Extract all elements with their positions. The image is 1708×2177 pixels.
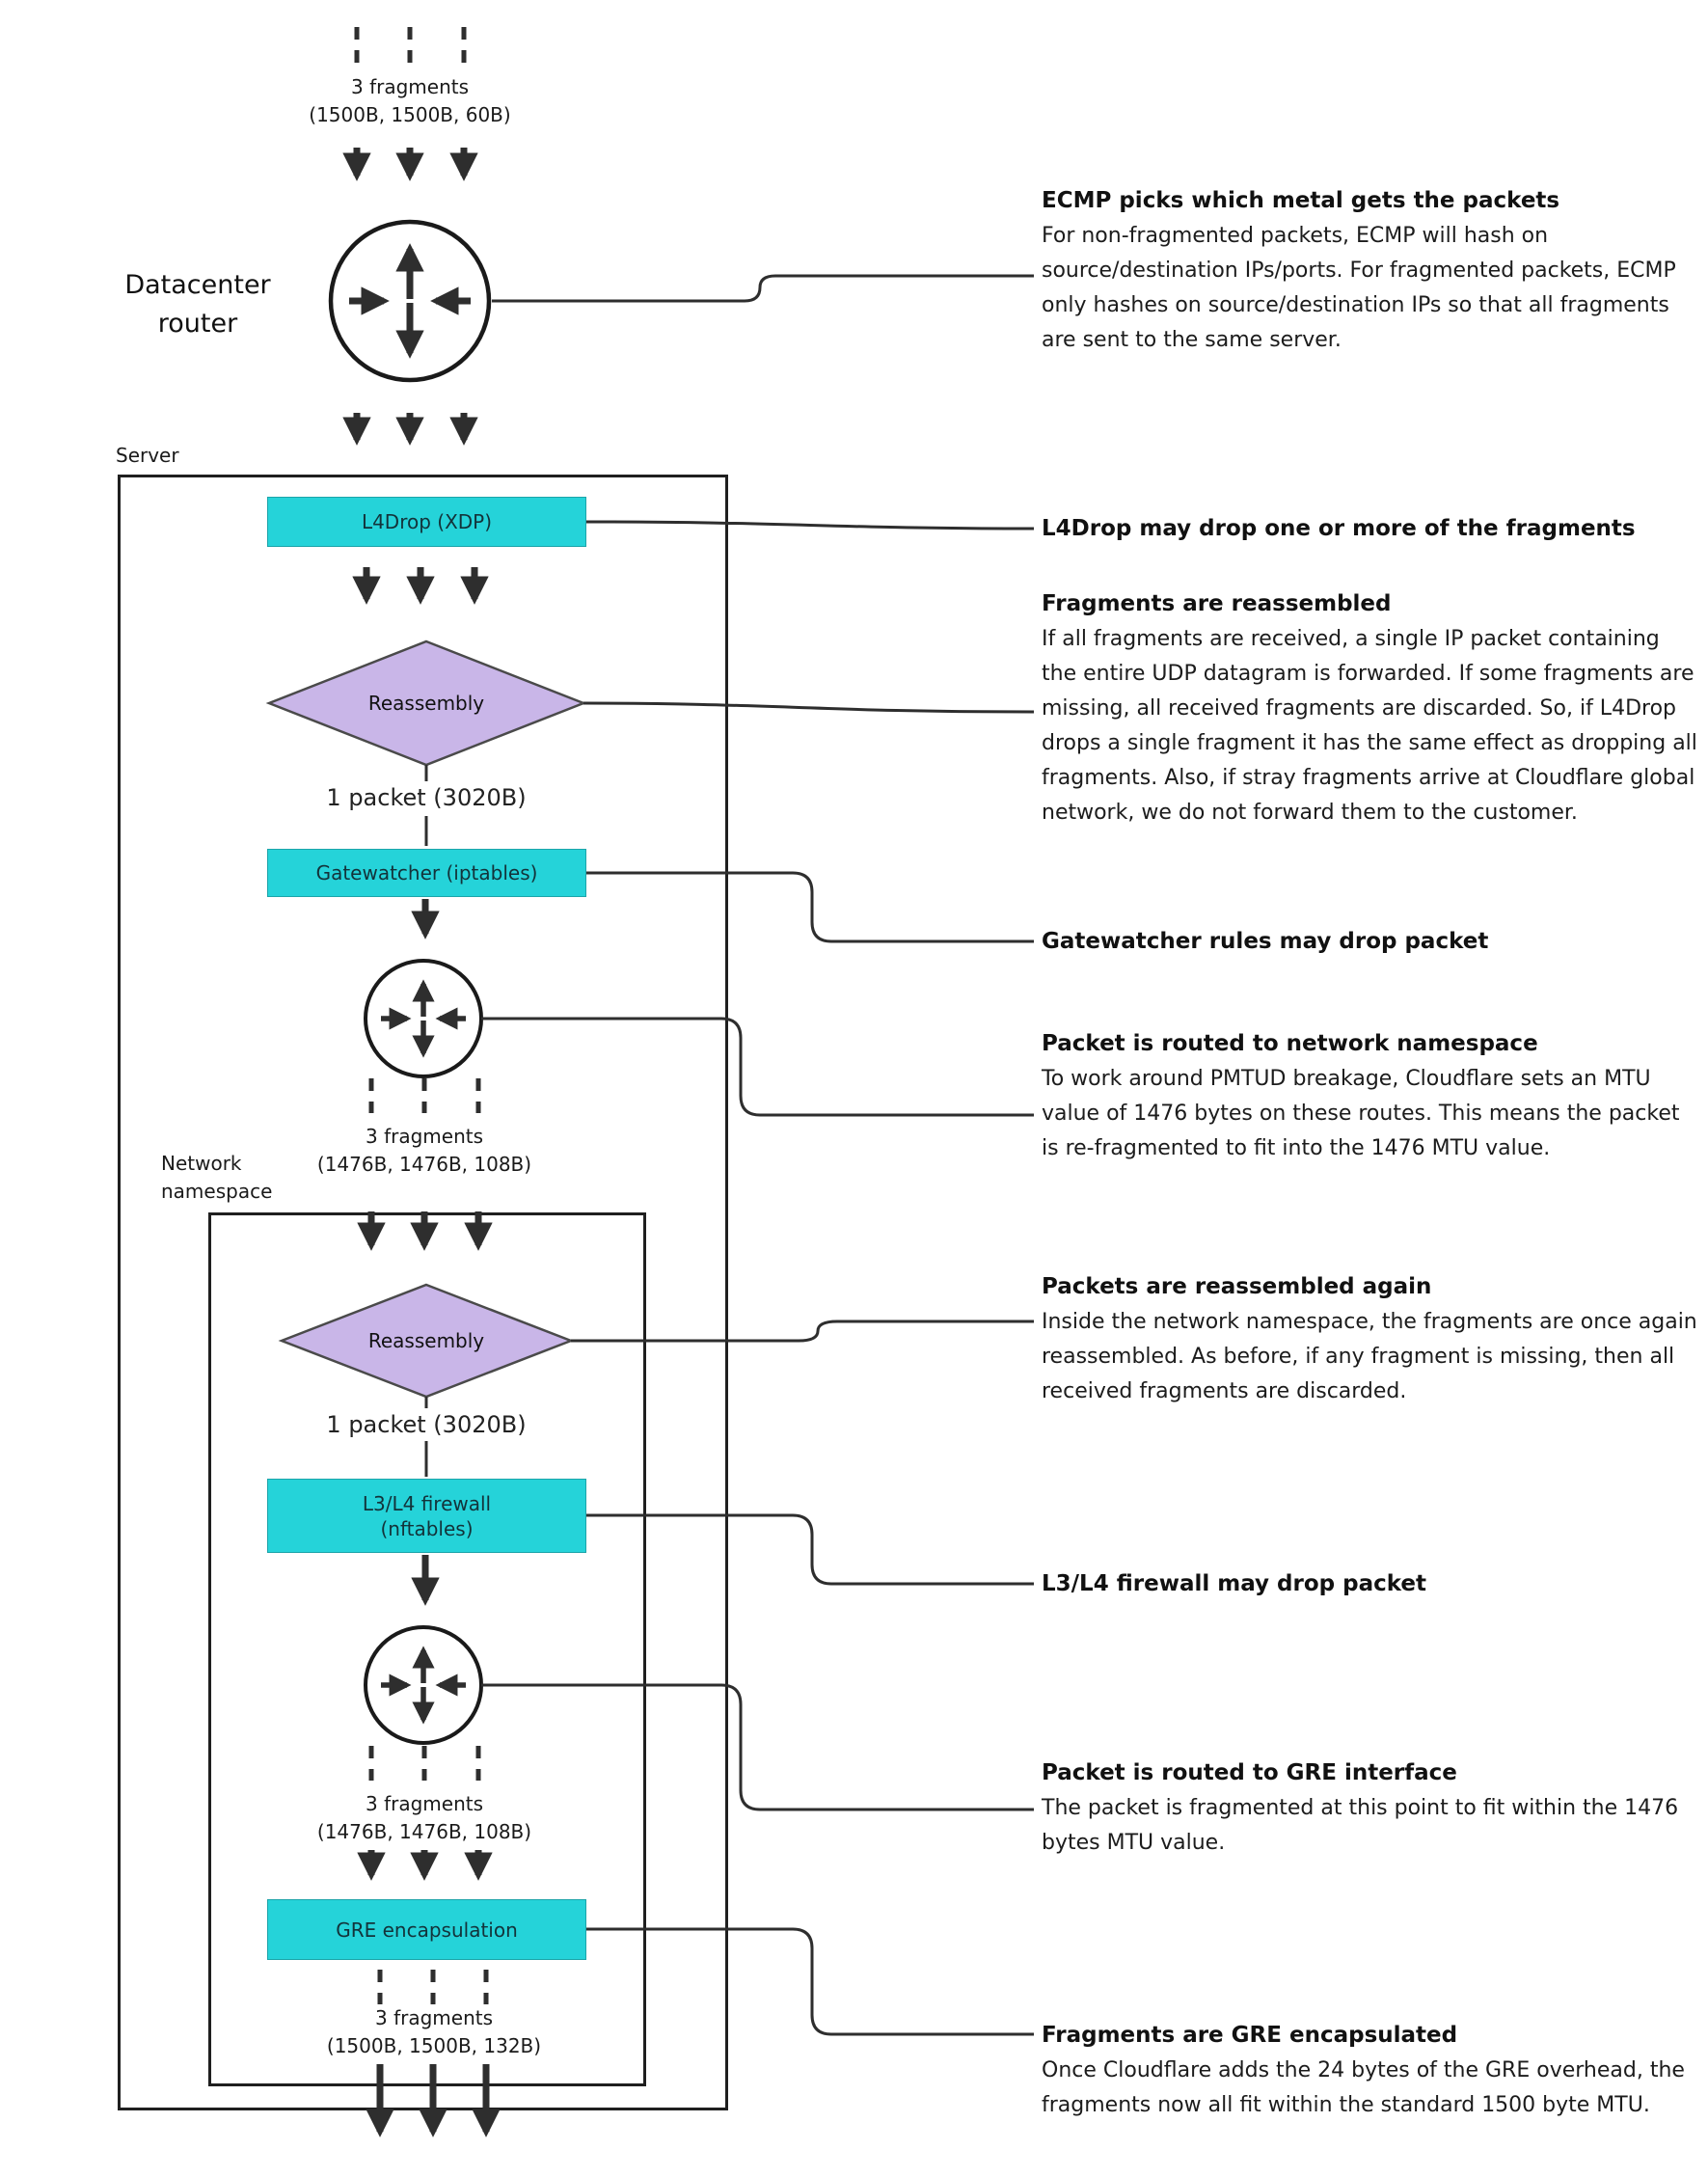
gatewatcher-label: Gatewatcher (iptables) bbox=[315, 861, 538, 884]
annotation-title: L3/L4 firewall may drop packet bbox=[1042, 1571, 1427, 1596]
annotation-ecmp: ECMP picks which metal gets the packets … bbox=[1042, 183, 1697, 358]
annotation-title: Fragments are reassembled bbox=[1042, 591, 1392, 616]
annotation-body: Once Cloudflare adds the 24 bytes of the… bbox=[1042, 2058, 1685, 2117]
annotation-gatewatcher: Gatewatcher rules may drop packet bbox=[1042, 924, 1697, 960]
network-namespace-label: Network namespace bbox=[161, 1152, 273, 1203]
annotation-title: ECMP picks which metal gets the packets bbox=[1042, 188, 1560, 213]
firewall-label-line1: L3/L4 firewall bbox=[362, 1491, 492, 1515]
gre-label: GRE encapsulation bbox=[336, 1918, 518, 1942]
annotation-title: Packets are reassembled again bbox=[1042, 1274, 1432, 1299]
l4drop-box: L4Drop (XDP) bbox=[267, 497, 586, 547]
gre-encapsulation-box: GRE encapsulation bbox=[267, 1899, 586, 1960]
annotation-routed-namespace: Packet is routed to network namespace To… bbox=[1042, 1026, 1697, 1166]
annotation-title: Gatewatcher rules may drop packet bbox=[1042, 929, 1489, 954]
annotation-title: Fragments are GRE encapsulated bbox=[1042, 2023, 1458, 2048]
annotation-title: Packet is routed to network namespace bbox=[1042, 1031, 1538, 1056]
packet1-label: 1 packet (3020B) bbox=[326, 784, 527, 811]
reassembly1-label: Reassembly bbox=[367, 692, 485, 715]
fragments-mid2-label: 3 fragments (1476B, 1476B, 108B) bbox=[316, 1792, 532, 1843]
annotation-body: To work around PMTUD breakage, Cloudflar… bbox=[1042, 1067, 1680, 1160]
annotation-title: L4Drop may drop one or more of the fragm… bbox=[1042, 516, 1636, 541]
annotation-body: The packet is fragmented at this point t… bbox=[1042, 1796, 1679, 1855]
annotation-gre-encapsulated: Fragments are GRE encapsulated Once Clou… bbox=[1042, 2018, 1697, 2123]
arrows-to-router bbox=[342, 148, 478, 181]
datacenter-router-label: Datacenter router bbox=[124, 270, 271, 339]
annotation-l4drop: L4Drop may drop one or more of the fragm… bbox=[1042, 511, 1697, 547]
annotation-firewall: L3/L4 firewall may drop packet bbox=[1042, 1566, 1697, 1602]
annotation-reassembled: Fragments are reassembled If all fragmen… bbox=[1042, 586, 1697, 830]
arrows-to-server bbox=[342, 413, 478, 446]
annotation-gre-interface: Packet is routed to GRE interface The pa… bbox=[1042, 1755, 1697, 1861]
fragments-top-label: 3 fragments (1500B, 1500B, 60B) bbox=[309, 75, 511, 126]
gatewatcher-box: Gatewatcher (iptables) bbox=[267, 849, 586, 897]
annotation-reassembled-again: Packets are reassembled again Inside the… bbox=[1042, 1269, 1697, 1409]
firewall-label-line2: (nftables) bbox=[380, 1516, 474, 1540]
reassembly2-label: Reassembly bbox=[367, 1329, 485, 1352]
l3l4-firewall-box: L3/L4 firewall (nftables) bbox=[267, 1479, 586, 1553]
router-icon bbox=[328, 219, 492, 383]
fragments-mid1-label: 3 fragments (1476B, 1476B, 108B) bbox=[316, 1125, 532, 1176]
server-label: Server bbox=[116, 444, 179, 467]
annotation-body: For non-fragmented packets, ECMP will ha… bbox=[1042, 224, 1676, 352]
fragment-dashes-top bbox=[354, 27, 467, 68]
fragments-bottom-label: 3 fragments (1500B, 1500B, 132B) bbox=[326, 2006, 542, 2057]
packet2-label: 1 packet (3020B) bbox=[326, 1411, 527, 1438]
l4drop-label: L4Drop (XDP) bbox=[361, 510, 493, 533]
annotation-body: Inside the network namespace, the fragme… bbox=[1042, 1310, 1697, 1403]
annotation-body: If all fragments are received, a single … bbox=[1042, 627, 1697, 825]
annotation-title: Packet is routed to GRE interface bbox=[1042, 1760, 1457, 1785]
